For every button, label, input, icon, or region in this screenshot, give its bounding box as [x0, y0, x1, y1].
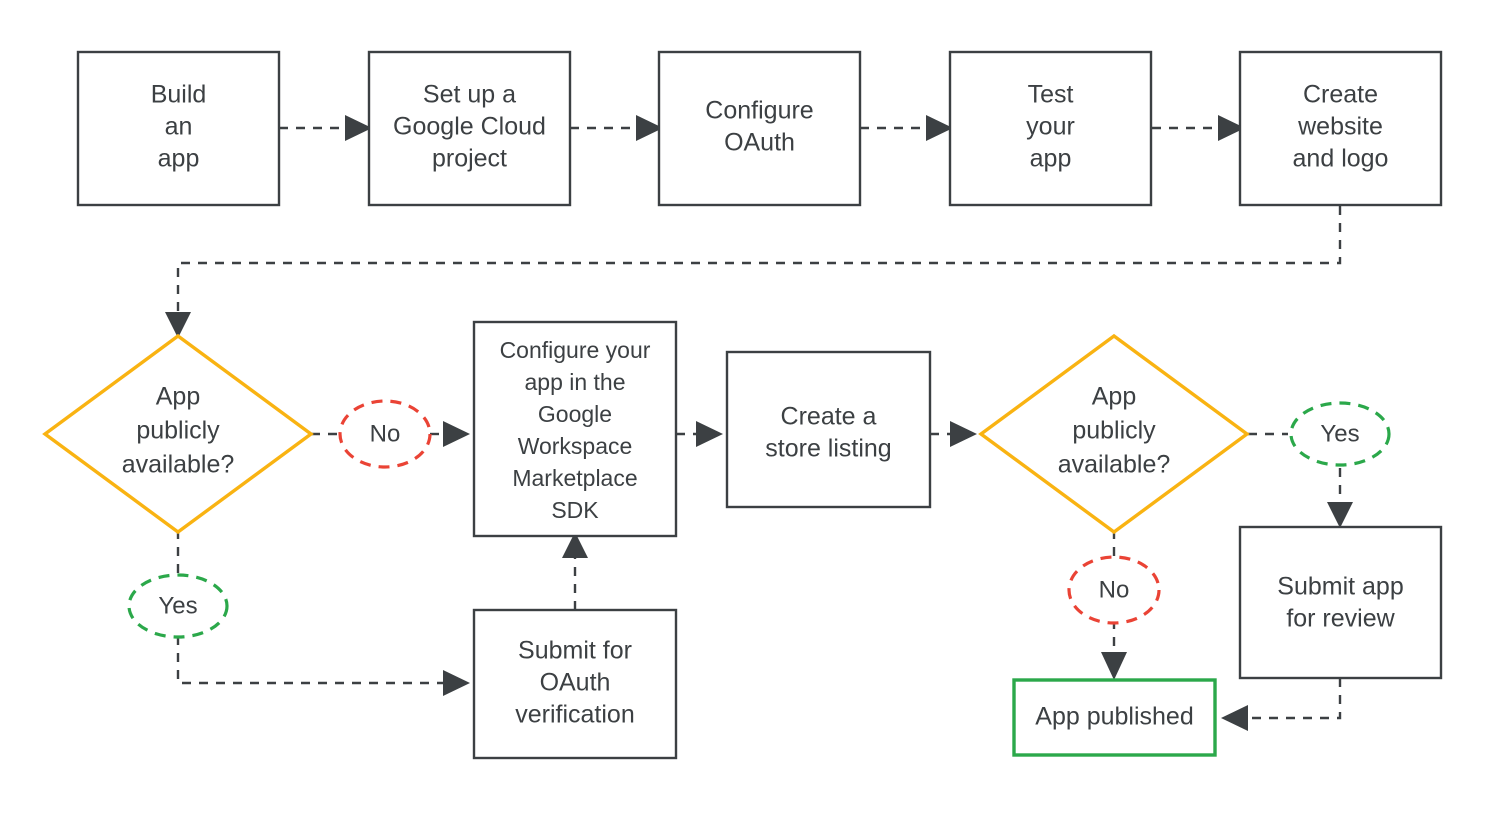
node-create-website-and-logo-line-0: Create — [1303, 81, 1378, 109]
edge-label-no-1-text: No — [370, 420, 401, 447]
edge-createwebsite-to-decision1 — [165, 206, 1342, 338]
edge-store-listing-to-decision2 — [930, 421, 977, 447]
node-decision-app-publicly-available-1[interactable]: App publicly available? — [42, 333, 314, 535]
node-build-an-app-line-2: app — [158, 145, 200, 173]
edge-build-to-setup — [279, 115, 372, 141]
sdk-line-3: Workspace — [518, 433, 633, 459]
edge-label-yes-2: Yes — [1289, 401, 1391, 467]
node-set-up-google-cloud-project[interactable]: Set up a Google Cloud project — [367, 50, 572, 207]
review-line-0: Submit app — [1277, 573, 1403, 601]
store-listing-line-1: store listing — [765, 435, 891, 463]
sdk-line-2: Google — [538, 401, 612, 427]
edge-label-yes-1: Yes — [127, 573, 229, 639]
oauth-verif-line-2: verification — [515, 701, 635, 729]
oauth-verif-line-0: Submit for — [518, 637, 632, 665]
node-test-your-app-line-1: your — [1026, 113, 1075, 141]
edge-decision1-yes-to-oauth-verification — [176, 530, 470, 696]
edge-decision2-yes-to-review — [1248, 432, 1353, 528]
sdk-line-4: Marketplace — [512, 465, 637, 491]
node-create-a-store-listing[interactable]: Create a store listing — [725, 350, 932, 509]
edge-oauth-verification-to-sdk — [562, 532, 588, 610]
node-set-up-google-cloud-project-line-2: project — [432, 145, 507, 173]
node-test-your-app-line-0: Test — [1028, 81, 1074, 109]
app-published-line-0: App published — [1035, 703, 1193, 731]
decision1-line-0: App — [156, 383, 200, 411]
node-app-published[interactable]: App published — [1012, 678, 1217, 757]
edge-label-yes-1-text: Yes — [158, 592, 197, 619]
edge-sdk-to-store-listing — [676, 421, 723, 447]
edge-review-to-published — [1221, 678, 1342, 731]
store-listing-line-0: Create a — [781, 403, 877, 431]
sdk-line-1: app in the — [524, 369, 625, 395]
edge-oauth-to-test — [860, 115, 953, 141]
edge-label-no-2-text: No — [1099, 576, 1130, 603]
node-configure-oauth-line-1: OAuth — [724, 129, 795, 157]
edge-decision2-no-to-published — [1101, 530, 1127, 680]
node-set-up-google-cloud-project-line-1: Google Cloud — [393, 113, 546, 141]
edge-label-yes-2-text: Yes — [1320, 420, 1359, 447]
node-build-an-app-line-1: an — [165, 113, 193, 141]
node-decision-app-publicly-available-2[interactable]: App publicly available? — [978, 333, 1250, 535]
node-create-website-and-logo-line-1: website — [1297, 113, 1383, 141]
decision1-line-2: available? — [122, 451, 235, 479]
node-submit-for-oauth-verification[interactable]: Submit for OAuth verification — [472, 608, 678, 760]
sdk-line-5: SDK — [551, 497, 599, 523]
sdk-line-0: Configure your — [500, 337, 651, 363]
decision2-line-0: App — [1092, 383, 1136, 411]
node-create-website-and-logo[interactable]: Create website and logo — [1238, 50, 1443, 207]
node-set-up-google-cloud-project-line-0: Set up a — [423, 81, 516, 109]
decision1-line-1: publicly — [136, 417, 220, 445]
edge-test-to-create-website — [1152, 115, 1245, 141]
node-test-your-app-line-2: app — [1030, 145, 1072, 173]
decision2-line-1: publicly — [1072, 417, 1156, 445]
edge-label-no-2: No — [1067, 555, 1161, 625]
decision2-line-2: available? — [1058, 451, 1171, 479]
connector-layer — [165, 115, 1353, 731]
node-configure-app-marketplace-sdk[interactable]: Configure your app in the Google Workspa… — [472, 320, 678, 538]
node-test-your-app[interactable]: Test your app — [948, 50, 1153, 207]
node-submit-app-for-review[interactable]: Submit app for review — [1238, 525, 1443, 680]
node-build-an-app-line-0: Build — [151, 81, 207, 109]
node-configure-oauth[interactable]: Configure OAuth — [657, 50, 862, 207]
node-configure-oauth-line-0: Configure — [705, 97, 813, 125]
oauth-verif-line-1: OAuth — [540, 669, 611, 697]
edge-setup-to-oauth — [570, 115, 663, 141]
node-create-website-and-logo-line-2: and logo — [1293, 145, 1389, 173]
node-build-an-app[interactable]: Build an app — [76, 50, 281, 207]
review-line-1: for review — [1286, 605, 1395, 633]
edge-decision1-no-to-sdk — [311, 421, 470, 447]
edge-label-no-1: No — [338, 399, 432, 469]
